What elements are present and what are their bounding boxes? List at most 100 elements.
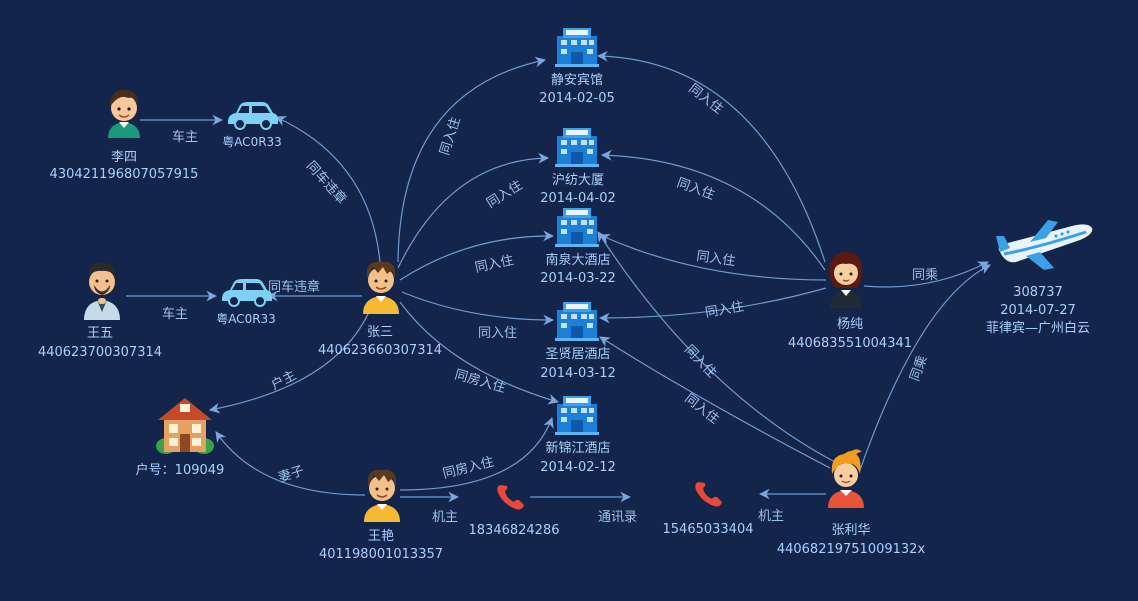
car-icon (227, 101, 279, 130)
car-icon (221, 278, 273, 307)
edge-label-stay-z-h1: 同入住 (438, 115, 464, 157)
person-icon (364, 469, 400, 522)
node-phone2-number: 15465033404 (663, 522, 754, 537)
node-hotel1[interactable]: 静安宾馆 2014-02-05 (539, 28, 615, 106)
edge-zhanglihua-hotel4 (599, 336, 831, 469)
node-lisi-name: 李四 (111, 150, 137, 165)
node-hotel2-name: 沪纺大厦 (552, 172, 604, 188)
person-icon (363, 261, 399, 314)
phone-icon (497, 485, 524, 510)
node-flight-route: 菲律宾—广州白云 (986, 320, 1090, 336)
node-hotel5[interactable]: 新锦江酒店 2014-02-12 (540, 396, 616, 475)
hotel-icon (555, 208, 599, 247)
airplane-icon (996, 220, 1093, 270)
node-wangyan-name: 王艳 (368, 528, 394, 544)
edge-wangyan-house (215, 431, 366, 496)
edge-label-stay-z-h3: 同入住 (474, 253, 515, 276)
edge-label-stay-z-h4: 同入住 (478, 326, 517, 341)
edge-yangchun-hotel4 (598, 287, 827, 324)
edge-yangchun-hotel1 (596, 50, 826, 263)
node-car2-plate: 粤AC0R33 (216, 311, 276, 326)
node-phone1[interactable]: 18346824286 (469, 485, 560, 538)
edge-zhangsan-hotel2 (397, 152, 550, 269)
edge-wangyan-hotel5 (399, 416, 554, 491)
edge-label-stay-zl-h3: 同入住 (681, 342, 719, 380)
node-flight[interactable]: 308737 2014-07-27 菲律宾—广州白云 (986, 220, 1093, 336)
node-phone1-number: 18346824286 (469, 523, 560, 538)
node-zhangsan-id: 440623660307314 (318, 343, 442, 358)
node-hotel5-name: 新锦江酒店 (545, 440, 610, 456)
node-lisi[interactable]: 李四 430421196807057915 (50, 90, 199, 182)
edge-yangchun-flight (863, 261, 989, 288)
edge-zhangsan-car1 (275, 116, 381, 263)
edge-label-stay-y-h3: 同入住 (695, 249, 736, 269)
edge-label-violation-car1: 同车违章 (303, 158, 350, 207)
node-wangwu[interactable]: 王五 440623700307314 (38, 262, 162, 360)
node-zhanglihua-id: 44068219751009132x (777, 542, 926, 557)
edge-label-stay-y-h2: 同入住 (675, 176, 717, 203)
phone-icon (695, 482, 722, 507)
node-hotel5-date: 2014-02-12 (540, 460, 616, 475)
node-flight-code: 308737 (1013, 285, 1063, 300)
node-car2[interactable]: 粤AC0R33 (216, 278, 276, 326)
node-car1-plate: 粤AC0R33 (222, 134, 282, 149)
edge-label-violation-car2: 同车违章 (268, 279, 320, 295)
hotel-icon (555, 396, 599, 435)
hotel-icon (555, 128, 599, 167)
node-flight-date: 2014-07-27 (1000, 303, 1076, 318)
node-hotel4-name: 圣贤居酒店 (545, 347, 610, 362)
edge-zhangsan-hotel1 (397, 56, 547, 263)
node-hotel2-date: 2014-04-02 (540, 191, 616, 206)
edge-label-owner-wangwu: 车主 (162, 306, 188, 322)
person-icon (108, 90, 140, 138)
hotel-icon (555, 302, 599, 341)
node-phone2[interactable]: 15465033404 (663, 482, 754, 537)
edge-label-phone-owner-2: 机主 (758, 509, 784, 524)
node-house[interactable]: 户号：109049 (136, 398, 225, 478)
house-icon (156, 398, 214, 454)
node-house-label: 户号：109049 (136, 462, 225, 478)
person-icon (84, 262, 120, 320)
edge-yangchun-hotel3 (599, 234, 827, 281)
node-yangchun-id: 440683551004341 (788, 336, 912, 351)
node-wangwu-name: 王五 (87, 326, 113, 341)
person-icon (829, 252, 863, 308)
node-car1[interactable]: 粤AC0R33 (222, 101, 282, 149)
edge-zhanglihua-flight (859, 264, 991, 471)
edge-zhangsan-house (208, 304, 373, 414)
node-zhanglihua[interactable]: 张利华 44068219751009132x (777, 449, 926, 557)
edge-label-owner-lisi: 车主 (172, 129, 198, 145)
edge-label-room-z-h5: 同房入住 (453, 366, 507, 396)
node-yangchun-name: 杨纯 (837, 317, 863, 332)
node-hotel1-name: 静安宾馆 (551, 72, 603, 88)
node-hotel2[interactable]: 沪纺大厦 2014-04-02 (540, 128, 616, 206)
node-hotel3-name: 南泉大酒店 (545, 252, 610, 268)
edge-zhangsan-hotel4 (401, 291, 555, 326)
node-zhangsan[interactable]: 张三 440623660307314 (318, 261, 442, 358)
node-lisi-id: 430421196807057915 (50, 167, 199, 182)
edge-label-phone-owner-1: 机主 (432, 510, 458, 525)
edge-label-call-log: 通讯录 (598, 510, 637, 525)
node-zhangsan-name: 张三 (367, 325, 393, 340)
node-wangyan-id: 401198001013357 (319, 547, 443, 562)
edge-label-ride-yangchun: 同乘 (912, 268, 938, 283)
edge-zhangsan-hotel3 (399, 230, 555, 281)
edge-label-stay-zl-h4: 同入住 (682, 391, 722, 427)
node-hotel4[interactable]: 圣贤居酒店 2014-03-12 (540, 302, 616, 381)
node-yangchun[interactable]: 杨纯 440683551004341 (788, 252, 912, 351)
node-wangyan[interactable]: 王艳 401198001013357 (319, 469, 443, 562)
edge-label-stay-z-h2: 同入住 (484, 178, 525, 211)
node-hotel3[interactable]: 南泉大酒店 2014-03-22 (540, 208, 616, 286)
edge-yangchun-hotel2 (600, 149, 826, 271)
edge-label-stay-y-h4: 同入住 (704, 299, 745, 321)
edge-zhangsan-hotel5 (399, 301, 560, 405)
edge-label-householder: 户主 (268, 367, 298, 393)
node-hotel3-date: 2014-03-22 (540, 271, 616, 286)
node-zhanglihua-name: 张利华 (831, 523, 870, 538)
node-wangwu-id: 440623700307314 (38, 345, 162, 360)
edge-label-ride-zhanglihua: 同乘 (908, 354, 931, 384)
hotel-icon (555, 28, 599, 67)
edge-label-wife: 妻子 (277, 463, 306, 485)
person-icon (828, 449, 864, 508)
